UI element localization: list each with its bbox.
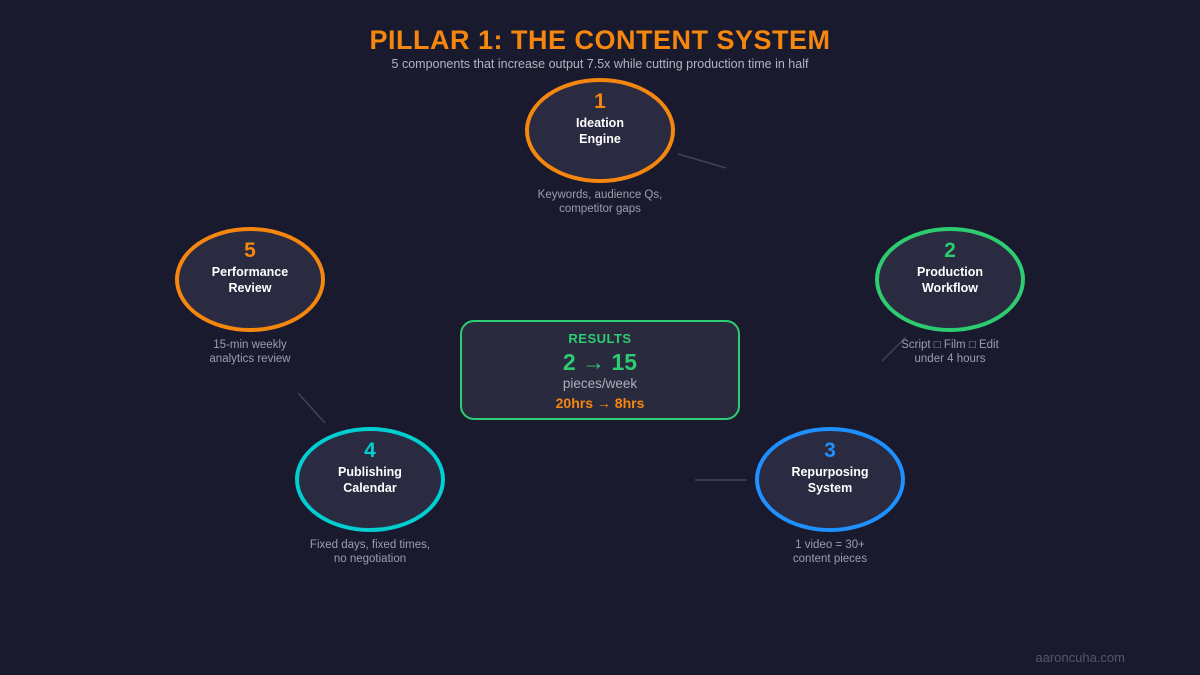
node-name-line1: Performance [211, 265, 289, 279]
node-number: 3 [824, 439, 836, 462]
node-name-line1: Repurposing [791, 465, 869, 479]
node-caption-publishing-calendar: Fixed days, fixed times, no negotiation [250, 538, 490, 566]
connector-line-1-2 [677, 153, 727, 169]
node-name: Repurposing System [791, 464, 868, 496]
node-name-line2: System [807, 481, 853, 495]
node-number: 2 [944, 239, 956, 262]
node-caption-performance-review: 15-min weekly analytics review [130, 338, 370, 366]
watermark: aaroncuha.com [1035, 650, 1125, 665]
results-unit: pieces/week [562, 376, 638, 391]
results-time-change: 20hrs → 8hrs [555, 395, 645, 411]
caption-line2: under 4 hours [914, 353, 986, 365]
node-repurposing-system: 3 Repurposing System [755, 427, 905, 532]
node-name-line1: Publishing [338, 465, 402, 479]
results-label: RESULTS [568, 331, 632, 346]
node-caption-production-workflow: Script □ Film □ Edit under 4 hours [830, 338, 1070, 366]
node-caption-ideation-engine: Keywords, audience Qs, competitor gaps [480, 188, 720, 216]
page-title: PILLAR 1: THE CONTENT SYSTEM [369, 25, 831, 55]
node-name-line1: Production [917, 265, 983, 279]
page-subtitle: 5 components that increase output 7.5x w… [391, 57, 809, 71]
node-name: Production Workflow [917, 264, 983, 296]
caption-line1: 1 video = 30+ [795, 539, 865, 551]
node-name: Publishing Calendar [338, 464, 402, 496]
node-number: 4 [364, 439, 376, 462]
node-name-line2: Workflow [921, 281, 979, 295]
caption-line2: competitor gaps [559, 203, 641, 215]
node-performance-review: 5 Performance Review [175, 227, 325, 332]
node-name: Ideation Engine [576, 115, 624, 147]
caption-line1: Script □ Film □ Edit [901, 339, 999, 351]
node-name-line2: Review [228, 281, 272, 295]
caption-line1: Keywords, audience Qs, [537, 189, 663, 201]
node-production-workflow: 2 Production Workflow [875, 227, 1025, 332]
results-box: RESULTS 2 → 15 pieces/week 20hrs → 8hrs [460, 320, 740, 420]
caption-line2: no negotiation [333, 553, 407, 565]
results-metric: 2 → 15 [562, 349, 638, 375]
node-name: Performance Review [212, 264, 288, 296]
node-publishing-calendar: 4 Publishing Calendar [295, 427, 445, 532]
caption-line1: Fixed days, fixed times, [309, 539, 431, 551]
node-name-line2: Calendar [343, 481, 397, 495]
caption-line2: content pieces [792, 553, 868, 565]
node-number: 1 [594, 90, 606, 113]
caption-line1: 15-min weekly [213, 339, 287, 351]
node-name-line2: Engine [579, 132, 621, 146]
caption-line2: analytics review [209, 353, 291, 365]
connector-line-4-5 [297, 392, 326, 424]
node-number: 5 [244, 239, 256, 262]
node-ideation-engine: 1 Ideation Engine [525, 78, 675, 183]
node-caption-repurposing-system: 1 video = 30+ content pieces [710, 538, 950, 566]
node-name-line1: Ideation [576, 116, 624, 130]
